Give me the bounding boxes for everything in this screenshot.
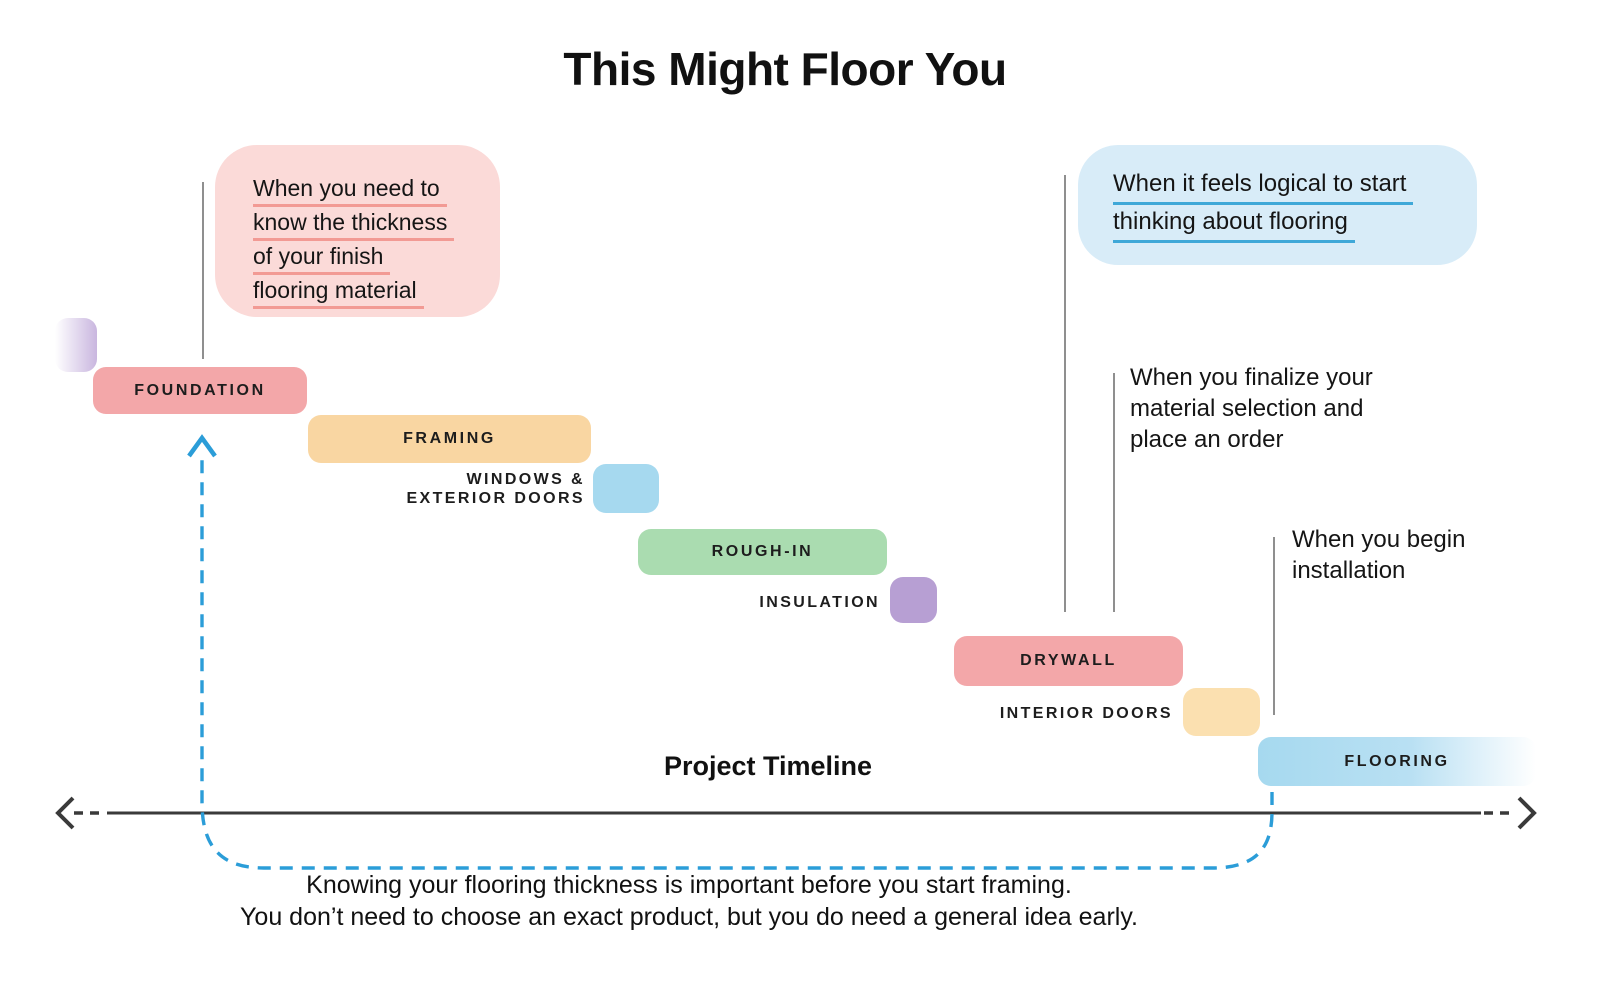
note-line: material selection and xyxy=(1130,395,1364,422)
phase-bar-drywall: DRYWALL xyxy=(954,636,1183,686)
phase-bar-windows-exterior-doors xyxy=(593,464,659,513)
phase-label: FLOORING xyxy=(1344,752,1450,770)
phase-label-line: INSULATION xyxy=(759,594,880,611)
callout-line: know the thickness xyxy=(253,207,500,241)
reference-line-foundation xyxy=(202,182,204,359)
callout-line: When it feels logical to start xyxy=(1113,167,1477,205)
callout-flooring-thickness: When you need to know the thickness of y… xyxy=(215,145,500,317)
phase-label-insulation: INSULATION xyxy=(759,593,880,612)
caption-line: Knowing your flooring thickness is impor… xyxy=(306,871,1072,899)
phase-bar-flooring: FLOORING xyxy=(1258,737,1536,786)
phase-label: FOUNDATION xyxy=(134,381,266,399)
bottom-caption: Knowing your flooring thickness is impor… xyxy=(0,869,1378,933)
callout-line: of your finish xyxy=(253,241,500,275)
phase-bar-framing: FRAMING xyxy=(308,415,591,463)
phase-label-line: EXTERIOR DOORS xyxy=(406,490,585,507)
phase-label-line: INTERIOR DOORS xyxy=(999,705,1173,722)
phase-bar-foundation: FOUNDATION xyxy=(93,367,307,414)
reference-line-logical xyxy=(1064,175,1066,612)
note-line: installation xyxy=(1292,557,1406,584)
note-begin-installation: When you begin installation xyxy=(1292,524,1465,586)
note-line: place an order xyxy=(1130,426,1284,453)
phase-bar-insulation xyxy=(890,577,937,623)
timeline-axis-label: Project Timeline xyxy=(663,751,873,781)
page-title: This Might Floor You xyxy=(563,43,1007,95)
phase-bar-interior-doors xyxy=(1183,688,1260,736)
pre-foundation-phase-bar xyxy=(55,318,97,372)
callout-line: flooring material xyxy=(253,275,500,309)
phase-bar-rough-in: ROUGH-IN xyxy=(638,529,887,575)
phase-label-windows-exterior-doors: WINDOWS & EXTERIOR DOORS xyxy=(406,470,585,508)
callout-line: thinking about flooring xyxy=(1113,205,1477,243)
phase-label: ROUGH-IN xyxy=(711,543,814,560)
phase-label: FRAMING xyxy=(403,430,496,447)
note-line: When you begin xyxy=(1292,526,1466,553)
note-line: When you finalize your xyxy=(1130,364,1373,391)
phase-label-line: WINDOWS & xyxy=(466,471,585,488)
timeline-axis xyxy=(55,796,1537,830)
up-arrowhead-icon xyxy=(187,434,217,458)
caption-line: You don’t need to choose an exact produc… xyxy=(240,903,1138,931)
axis-left-arrowhead-icon xyxy=(55,796,75,830)
reference-line-finalize xyxy=(1113,373,1115,612)
callout-start-thinking: When it feels logical to start thinking … xyxy=(1078,145,1477,265)
reference-line-begin xyxy=(1273,537,1275,715)
callout-line: When you need to xyxy=(253,173,500,207)
phase-label-interior-doors: INTERIOR DOORS xyxy=(1000,704,1173,723)
axis-right-arrowhead-icon xyxy=(1517,796,1537,830)
phase-label: DRYWALL xyxy=(1020,652,1117,669)
note-finalize-material: When you finalize your material selectio… xyxy=(1130,362,1373,455)
